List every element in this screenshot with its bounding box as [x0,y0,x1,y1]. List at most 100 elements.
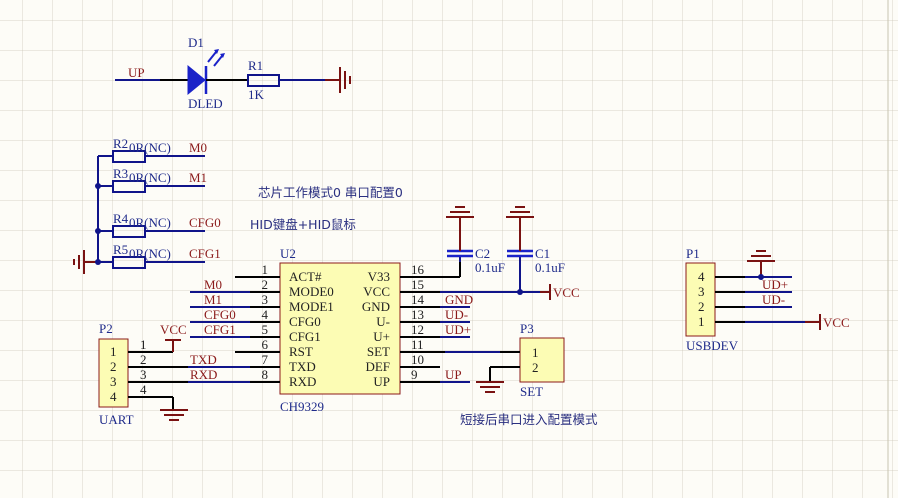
capacitors: C2 0.1uF C1 0.1uF VCC [400,206,580,300]
pin-name: MODE1 [289,299,334,314]
p3-connector[interactable]: P3 1 2 SET [400,321,565,399]
pin-name: CFG1 [289,329,321,344]
u2-designator: U2 [280,246,296,261]
capacitor-c2-icon[interactable] [447,218,473,262]
p1-pin-label: 3 [698,284,705,299]
p2-pin-label: 2 [110,359,117,374]
pin-number: 8 [262,367,269,382]
c1-designator: C1 [535,246,550,261]
capacitor-c1-icon[interactable] [507,218,533,262]
pin-number: 9 [411,367,418,382]
p2-pin-label: 1 [110,344,117,359]
p1-pin[interactable]: 3 [698,284,792,299]
p1-pin-label: 2 [698,299,705,314]
pin-name: UP [373,374,390,389]
pin-number: 5 [262,322,269,337]
led-diode-icon[interactable] [187,64,206,96]
p1-pin[interactable]: 1 [698,314,805,329]
ground-icon [325,67,351,93]
pin-net-label: M0 [204,277,222,292]
p2-pin-number: 2 [140,352,147,367]
ground-icon [506,206,534,218]
pin-name: RST [289,344,313,359]
p2-pin-number: 3 [140,367,147,382]
u2-pin-right[interactable]: 13U-UD- [376,307,470,329]
resistor-designator: R3 [113,166,128,181]
note-hid: HID键盘+HID鼠标 [250,217,356,232]
p1-pin-label: 1 [698,314,705,329]
resistor-designator: R5 [113,242,128,257]
p3-pin-2: 2 [532,360,539,375]
pin-name: GND [362,299,390,314]
p1-body[interactable] [685,262,716,337]
p2-pin-number: 1 [140,337,147,352]
pin-net-label: UD+ [445,322,471,337]
p1-vcc-label: VCC [823,315,850,330]
resistor-net-label: M1 [189,170,207,185]
junction-dot [758,274,764,280]
pin-number: 14 [411,292,425,307]
p2-part: UART [99,412,134,427]
resistor-designator: R4 [113,211,129,226]
ground-icon [747,250,775,262]
pin-name: SET [367,344,390,359]
r1-designator: R1 [248,58,263,73]
resistor-value: 0R(NC) [129,246,171,261]
p1-pin[interactable]: 4 [698,269,792,284]
pin-net-label: UP [445,367,462,382]
p1-pin[interactable]: 2 [698,299,792,314]
pin-number: 15 [411,277,424,292]
p2-net-label: RXD [190,367,217,382]
resistor-net-label: CFG1 [189,246,221,261]
u2-body[interactable] [279,262,401,395]
pin-number: 3 [262,292,269,307]
led-value: DLED [188,96,223,111]
resistor-value: 0R(NC) [129,140,171,155]
u2-pin-left[interactable]: 5 CFG1 CFG1 [190,322,321,344]
pin-number: 2 [262,277,269,292]
p2-pin[interactable]: 3 3 RXD [110,367,280,389]
u2-pin-right[interactable]: 12U+UD+ [373,322,471,344]
u2-part: CH9329 [280,399,324,414]
c1-value: 0.1uF [535,260,565,275]
led-designator: D1 [188,35,204,50]
ground-icon [476,381,504,393]
pin-name: U- [376,314,390,329]
p1-net-udplus: UD+ [762,277,788,292]
resistor-value: 0R(NC) [129,215,171,230]
u2-pin-right[interactable]: 9 UP UP [373,367,470,389]
r1-value: 1K [248,87,265,102]
p1-part: USBDEV [686,338,739,353]
pin-name: V33 [368,269,390,284]
pin-net-label: CFG1 [204,322,236,337]
ground-icon [160,409,188,421]
p2-body[interactable] [98,338,129,408]
p3-designator: P3 [520,321,534,336]
p3-body[interactable] [519,337,565,383]
pin-number: 13 [411,307,424,322]
p2-pin-label: 3 [110,374,117,389]
resistor-r1-icon[interactable] [247,74,280,87]
